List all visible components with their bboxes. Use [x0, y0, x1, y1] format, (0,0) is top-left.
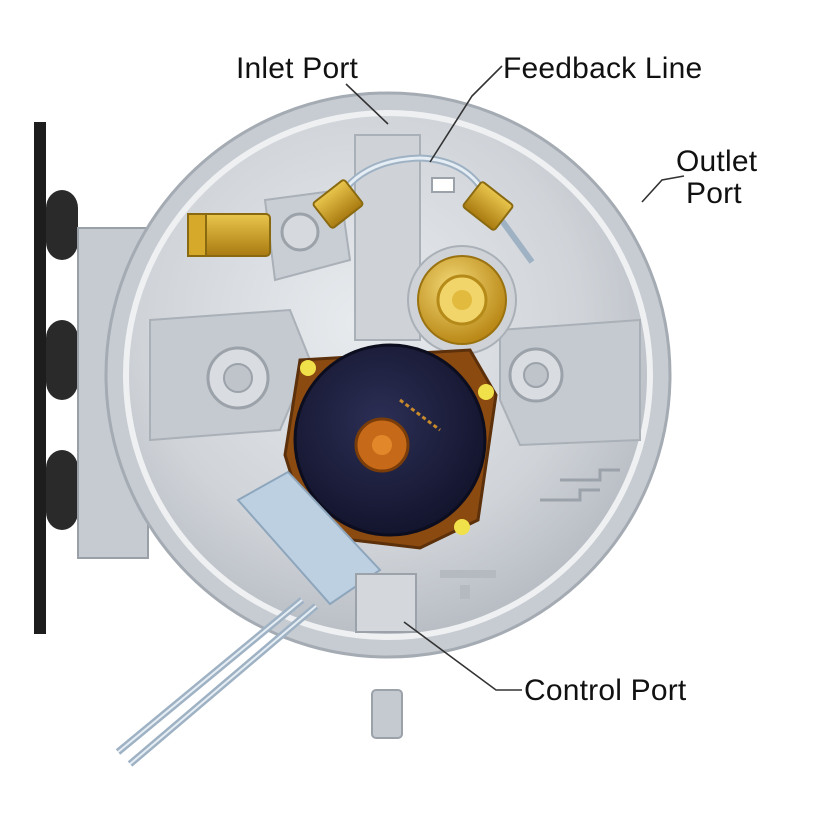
callout-leaders [345, 65, 685, 691]
inlet-fitting [187, 213, 271, 257]
outlet-fitting [407, 245, 517, 355]
feedback-line [312, 154, 535, 264]
outlet-port-leader [641, 175, 685, 203]
inlet-port-leader [345, 83, 389, 125]
inlet-port-label: Inlet Port [236, 52, 359, 85]
feedback-line-leader [429, 65, 503, 163]
outlet-port-label-line2: Port [686, 177, 742, 210]
diaphragm-actuator [283, 343, 498, 550]
control-port-leader [403, 621, 522, 691]
outlet-port-label-line1: Outlet [676, 145, 758, 178]
control-port-label: Control Port [524, 674, 687, 707]
control-module [115, 470, 417, 767]
feedback-line-label: Feedback Line [503, 52, 703, 85]
